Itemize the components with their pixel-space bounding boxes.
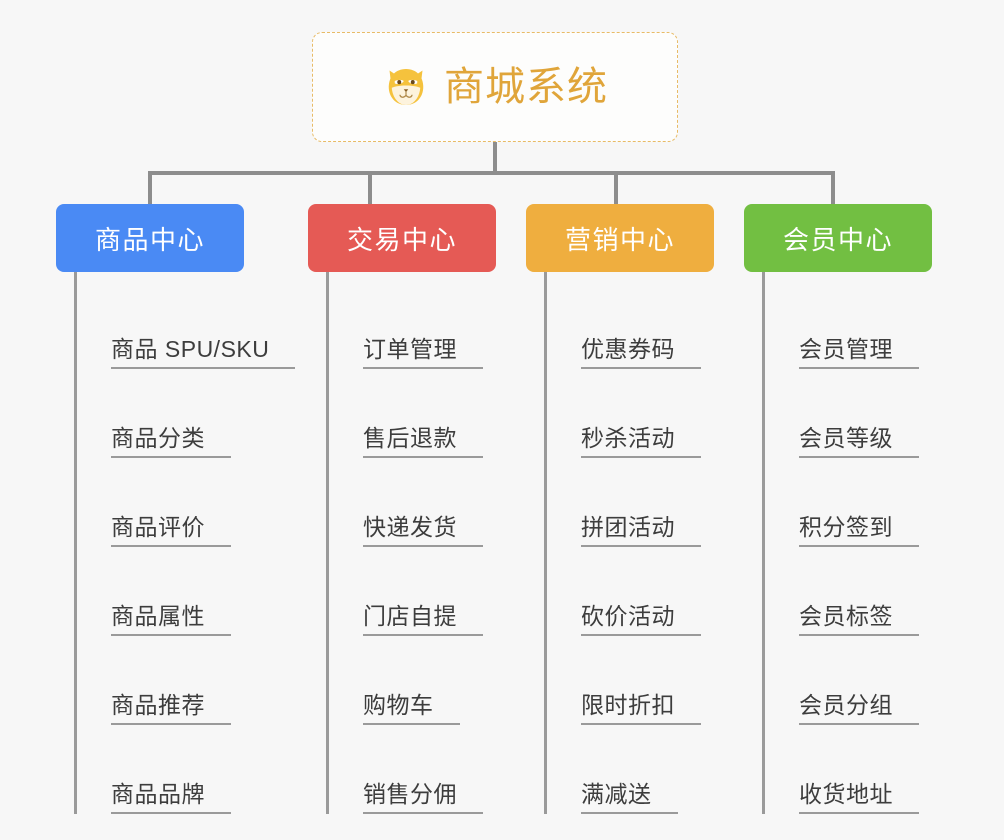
list-item[interactable]: 拼团活动: [547, 458, 746, 547]
leaf-list-marketing: 优惠券码 秒杀活动 拼团活动 砍价活动 限时折扣 满减送: [544, 272, 746, 814]
category-label: 商品中心: [94, 224, 205, 255]
leaf-label: 会员等级: [799, 425, 919, 458]
list-item[interactable]: 商品属性: [77, 547, 276, 636]
root-title: 商城系统: [444, 65, 608, 109]
shiba-dog-face-icon: [388, 69, 424, 105]
list-item[interactable]: 商品品牌: [77, 725, 276, 814]
list-item[interactable]: 收货地址: [765, 725, 964, 814]
connector-drop-member: [831, 171, 835, 204]
leaf-label: 限时折扣: [581, 692, 701, 725]
leaf-label: 商品评价: [111, 514, 231, 547]
list-item[interactable]: 订单管理: [329, 280, 528, 369]
leaf-label: 售后退款: [363, 425, 483, 458]
leaf-label: 积分签到: [799, 514, 919, 547]
category-label: 营销中心: [564, 224, 675, 255]
leaf-label: 优惠券码: [581, 336, 701, 369]
list-item[interactable]: 快递发货: [329, 458, 528, 547]
leaf-label: 快递发货: [363, 514, 483, 547]
list-item[interactable]: 会员等级: [765, 369, 964, 458]
connector-drop-trade: [368, 171, 372, 204]
category-label: 会员中心: [782, 224, 893, 255]
list-item[interactable]: 限时折扣: [547, 636, 746, 725]
list-item[interactable]: 秒杀活动: [547, 369, 746, 458]
branch-column-marketing: 营销中心 优惠券码 秒杀活动 拼团活动 砍价活动 限时折扣 满减送: [526, 204, 746, 814]
connector-drop-products: [148, 171, 152, 204]
connector-horizontal-bus: [148, 171, 834, 175]
connector-drop-marketing: [614, 171, 618, 204]
leaf-label: 秒杀活动: [581, 425, 701, 458]
leaf-label: 门店自提: [363, 603, 483, 636]
leaf-list-trade: 订单管理 售后退款 快递发货 门店自提 购物车 销售分佣: [326, 272, 528, 814]
leaf-label: 商品推荐: [111, 692, 231, 725]
list-item[interactable]: 会员管理: [765, 280, 964, 369]
leaf-label: 拼团活动: [581, 514, 701, 547]
leaf-label: 会员分组: [799, 692, 919, 725]
category-header-member[interactable]: 会员中心: [744, 204, 932, 272]
list-item[interactable]: 会员标签: [765, 547, 964, 636]
list-item[interactable]: 销售分佣: [329, 725, 528, 814]
list-item[interactable]: 商品评价: [77, 458, 276, 547]
category-header-products[interactable]: 商品中心: [56, 204, 244, 272]
list-item[interactable]: 砍价活动: [547, 547, 746, 636]
list-item[interactable]: 商品分类: [77, 369, 276, 458]
leaf-label: 商品 SPU/SKU: [111, 336, 296, 369]
category-label: 交易中心: [346, 224, 457, 255]
list-item[interactable]: 满减送: [547, 725, 746, 814]
category-header-marketing[interactable]: 营销中心: [526, 204, 714, 272]
leaf-label: 商品属性: [111, 603, 231, 636]
leaf-label: 会员管理: [799, 336, 919, 369]
leaf-label: 订单管理: [363, 336, 483, 369]
leaf-list-products: 商品 SPU/SKU 商品分类 商品评价 商品属性 商品推荐 商品品牌: [74, 272, 296, 814]
list-item[interactable]: 会员分组: [765, 636, 964, 725]
leaf-list-member: 会员管理 会员等级 积分签到 会员标签 会员分组 收货地址: [762, 272, 964, 814]
branch-column-trade: 交易中心 订单管理 售后退款 快递发货 门店自提 购物车 销售分佣: [308, 204, 528, 814]
list-item[interactable]: 积分签到: [765, 458, 964, 547]
leaf-label: 商品分类: [111, 425, 231, 458]
connector-root-stem: [493, 142, 497, 174]
list-item[interactable]: 售后退款: [329, 369, 528, 458]
list-item[interactable]: 优惠券码: [547, 280, 746, 369]
leaf-label: 会员标签: [799, 603, 919, 636]
list-item[interactable]: 商品推荐: [77, 636, 276, 725]
leaf-label: 满减送: [581, 781, 678, 814]
list-item[interactable]: 购物车: [329, 636, 528, 725]
root-node-mall-system[interactable]: 商城系统: [312, 32, 678, 142]
leaf-label: 商品品牌: [111, 781, 231, 814]
leaf-label: 购物车: [363, 692, 460, 725]
category-header-trade[interactable]: 交易中心: [308, 204, 496, 272]
leaf-label: 收货地址: [799, 781, 919, 814]
list-item[interactable]: 门店自提: [329, 547, 528, 636]
list-item[interactable]: 商品 SPU/SKU: [77, 280, 296, 369]
branch-column-member: 会员中心 会员管理 会员等级 积分签到 会员标签 会员分组 收货地址: [744, 204, 964, 814]
leaf-label: 销售分佣: [363, 781, 483, 814]
leaf-label: 砍价活动: [581, 603, 701, 636]
branch-column-products: 商品中心 商品 SPU/SKU 商品分类 商品评价 商品属性 商品推荐 商品品牌: [56, 204, 296, 814]
